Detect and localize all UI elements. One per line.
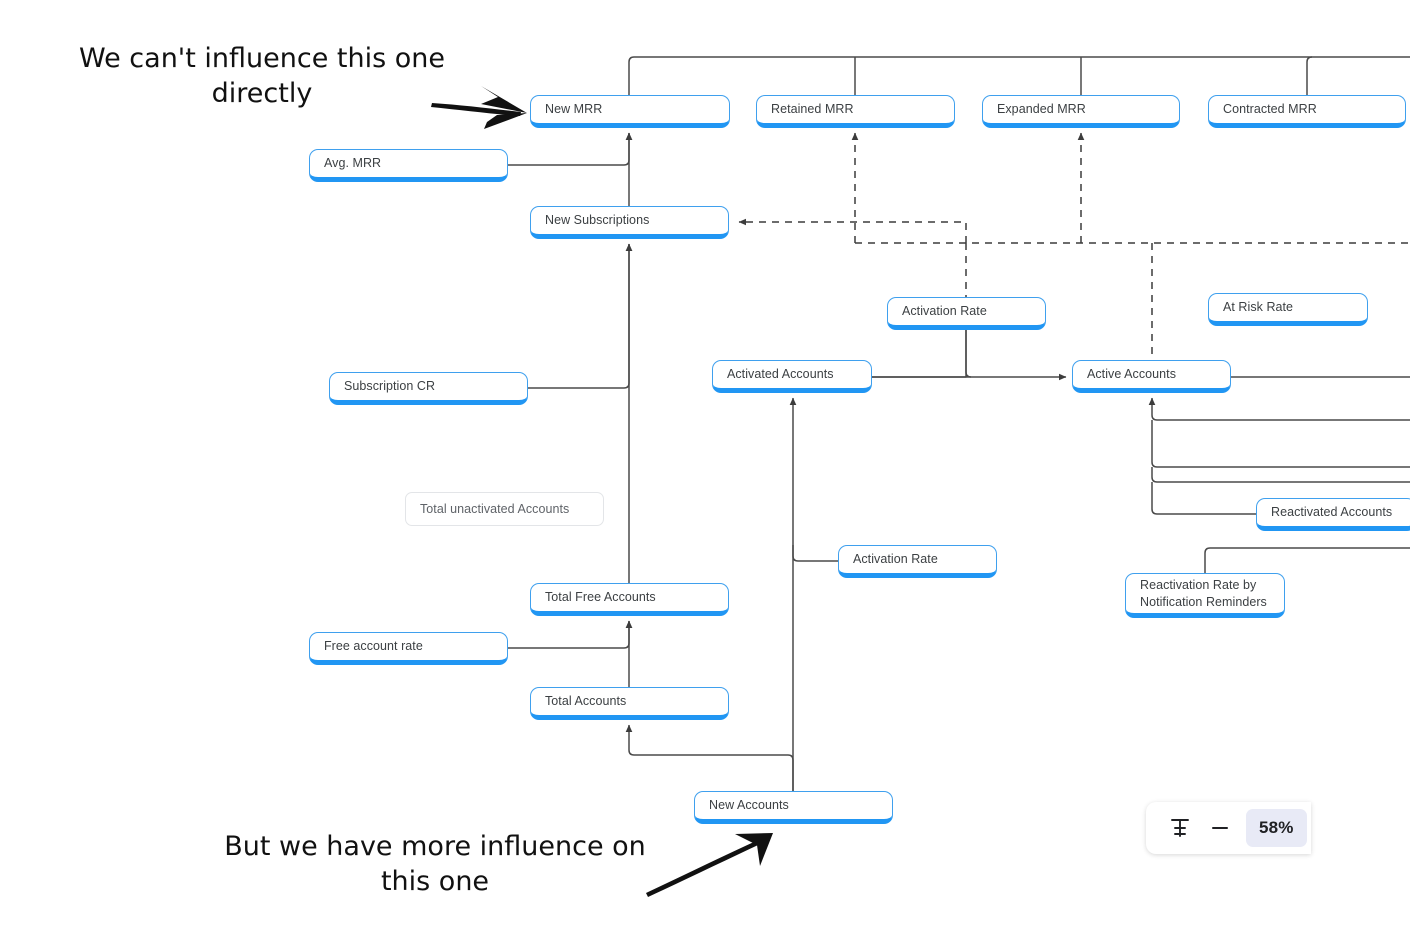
- node-label: Expanded MRR: [997, 102, 1086, 117]
- zoom-out-button[interactable]: [1200, 808, 1240, 848]
- node-label: Reactivation Rate by Notification Remind…: [1140, 577, 1267, 609]
- node-label: Active Accounts: [1087, 367, 1176, 382]
- node-label: Contracted MRR: [1223, 102, 1317, 117]
- node-reactivation-rate[interactable]: Reactivation Rate by Notification Remind…: [1125, 573, 1285, 618]
- node-new-accounts[interactable]: New Accounts: [694, 791, 893, 824]
- node-label: Total Accounts: [545, 694, 627, 709]
- node-label: Activated Accounts: [727, 367, 834, 382]
- zoom-widget[interactable]: 58%: [1146, 802, 1311, 854]
- node-expanded-mrr[interactable]: Expanded MRR: [982, 95, 1180, 128]
- node-avg-mrr[interactable]: Avg. MRR: [309, 149, 508, 182]
- node-label: Retained MRR: [771, 102, 854, 117]
- node-new-mrr[interactable]: New MRR: [530, 95, 730, 128]
- node-retained-mrr[interactable]: Retained MRR: [756, 95, 955, 128]
- node-activation-rate-1[interactable]: Activation Rate: [887, 297, 1046, 330]
- node-total-accounts[interactable]: Total Accounts: [530, 687, 729, 720]
- node-contracted-mrr[interactable]: Contracted MRR: [1208, 95, 1406, 128]
- node-active-accounts[interactable]: Active Accounts: [1072, 360, 1231, 393]
- node-label: At Risk Rate: [1223, 300, 1294, 315]
- node-label: Free account rate: [324, 639, 423, 654]
- node-activation-rate-2[interactable]: Activation Rate: [838, 545, 997, 578]
- zoom-level[interactable]: 58%: [1246, 809, 1307, 847]
- fit-to-width-icon[interactable]: [1160, 808, 1200, 848]
- annotation-top: We can't influence this one directly: [79, 43, 445, 109]
- node-label: Total unactivated Accounts: [420, 501, 570, 516]
- node-new-subscriptions[interactable]: New Subscriptions: [530, 206, 729, 239]
- annotation-bottom: But we have more influence on this one: [224, 831, 646, 897]
- node-label: Reactivated Accounts: [1271, 505, 1393, 520]
- node-label: New MRR: [545, 102, 603, 117]
- node-free-account-rate[interactable]: Free account rate: [309, 632, 508, 665]
- node-total-unactivated[interactable]: Total unactivated Accounts: [405, 492, 604, 526]
- node-label: Activation Rate: [902, 304, 987, 319]
- node-subscription-cr[interactable]: Subscription CR: [329, 372, 528, 405]
- node-label: Total Free Accounts: [545, 590, 656, 605]
- node-label: New Accounts: [709, 798, 789, 813]
- node-label: Avg. MRR: [324, 156, 382, 171]
- node-label: Subscription CR: [344, 379, 436, 394]
- node-at-risk-rate[interactable]: At Risk Rate: [1208, 293, 1368, 326]
- node-total-free-accounts[interactable]: Total Free Accounts: [530, 583, 729, 616]
- node-label: New Subscriptions: [545, 213, 650, 228]
- node-activated-accounts[interactable]: Activated Accounts: [712, 360, 872, 393]
- node-reactivated[interactable]: Reactivated Accounts: [1256, 498, 1410, 531]
- node-label: Activation Rate: [853, 552, 938, 567]
